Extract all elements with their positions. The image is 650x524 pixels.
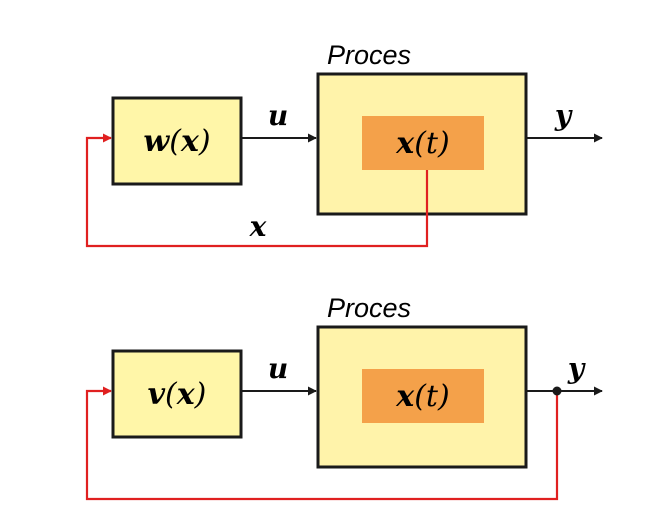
top-controller-label: w(x): [143, 124, 210, 159]
top-feedback-line: [85, 133, 429, 248]
top-output-label: y: [554, 99, 573, 132]
bottom-process-title: Proces: [327, 293, 411, 323]
top-state-block: [362, 116, 484, 170]
top-input-label: u: [268, 99, 288, 132]
top-state-label: x(t): [395, 126, 449, 161]
bottom-controller-block: [111, 349, 243, 439]
bottom-feedback-line: [85, 386, 559, 501]
top-feedback-label: x: [249, 210, 267, 243]
bottom-controller-label: v(x): [148, 377, 207, 412]
top-controller-block: [111, 96, 243, 186]
bottom-input-label: u: [268, 352, 288, 385]
bottom-state-label: x(t): [395, 379, 449, 414]
top-diagram: w(x) u Proces x(t) y x: [85, 40, 603, 248]
bottom-output-label: y: [567, 352, 586, 385]
bottom-pickoff-dot: [552, 386, 562, 396]
top-process-title: Proces: [327, 40, 411, 70]
bottom-state-block: [362, 369, 484, 423]
bottom-diagram: v(x) u Proces x(t) y: [85, 293, 603, 501]
